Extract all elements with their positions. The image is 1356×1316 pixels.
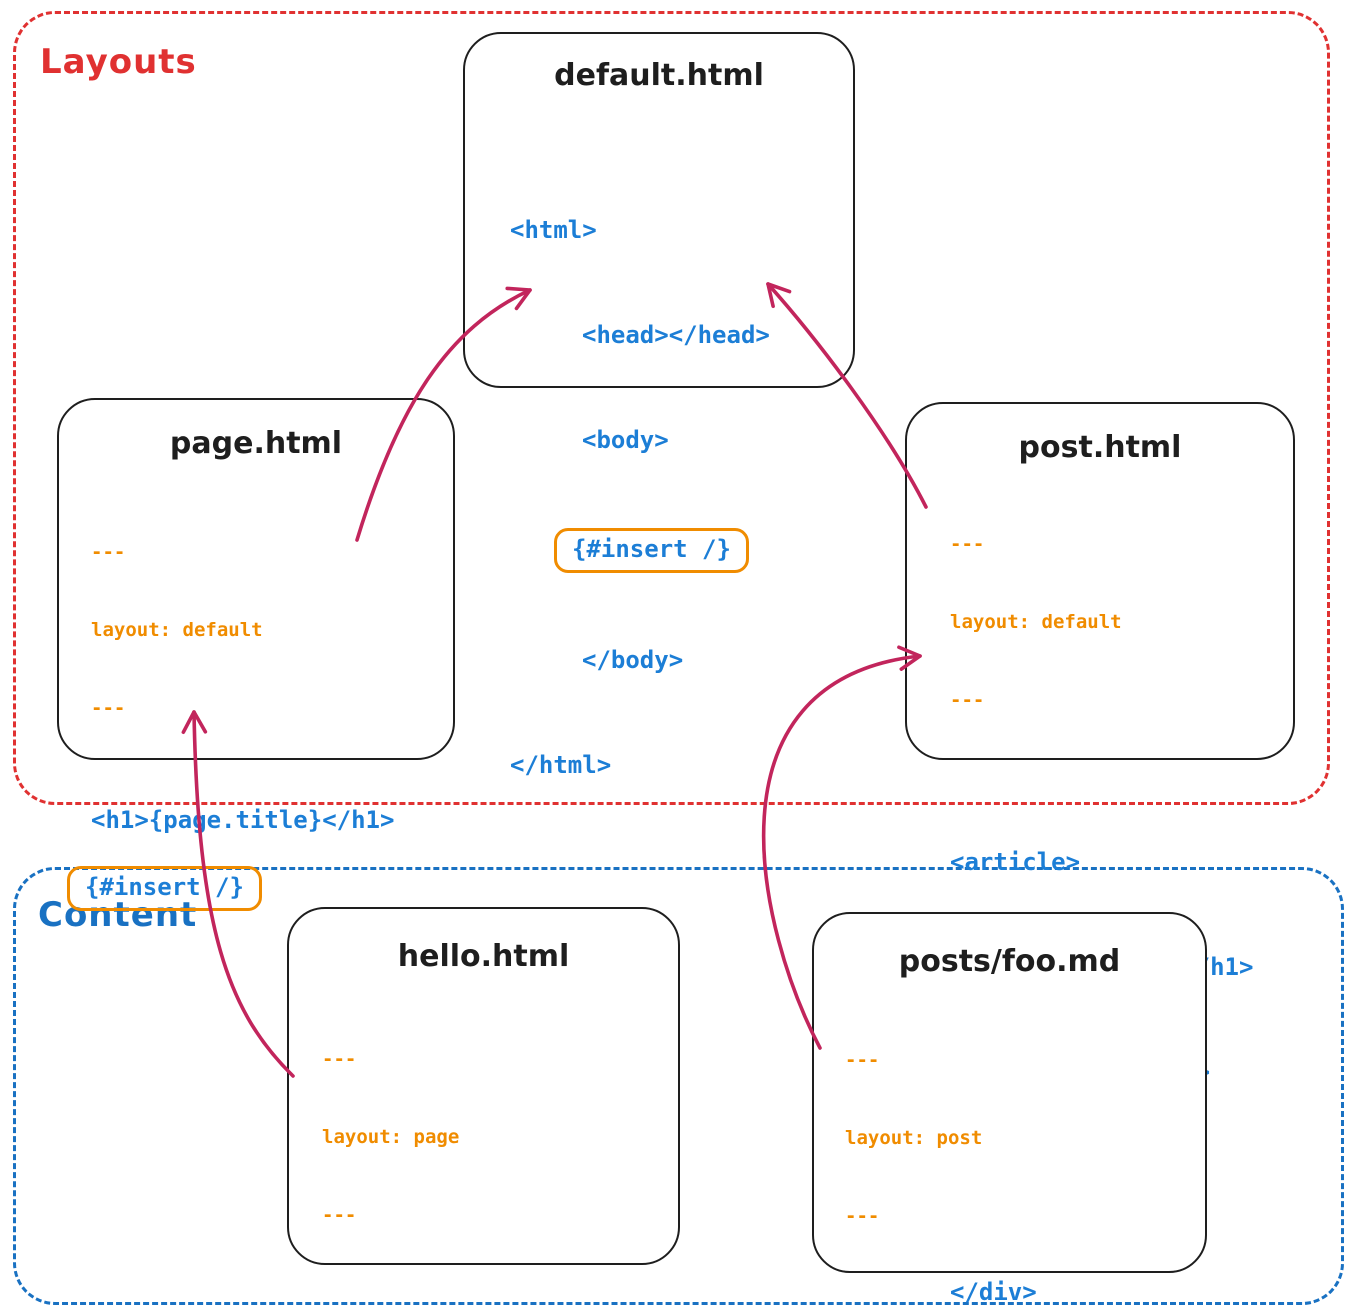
file-title-default-html: default.html xyxy=(554,58,764,93)
file-box-post-html: post.html --- layout: default --- <artic… xyxy=(905,402,1295,1306)
frontmatter-line: --- xyxy=(845,1049,880,1071)
frontmatter-line: --- xyxy=(91,697,126,719)
frontmatter-line: --- xyxy=(950,533,985,555)
layouts-group-label: Layouts xyxy=(40,42,197,82)
file-title-page-html: page.html xyxy=(169,426,343,461)
frontmatter-line: --- xyxy=(845,1205,880,1227)
file-box-posts-foo-md: posts/foo.md --- layout: post --- # Hell… xyxy=(812,912,1207,1273)
frontmatter-line: layout: post xyxy=(845,1127,983,1149)
frontmatter-line: layout: page xyxy=(322,1126,460,1148)
insert-slot-default: {#insert /} xyxy=(510,528,853,573)
frontmatter-line: --- xyxy=(950,689,985,711)
code-line: <h1>{page.title}</h1> xyxy=(91,806,395,834)
insert-slot-page: {#insert /} xyxy=(67,866,453,911)
content-group-label: Content xyxy=(38,895,198,935)
code-line: </html> xyxy=(510,751,612,779)
frontmatter-line: --- xyxy=(322,1204,357,1226)
frontmatter-line: --- xyxy=(91,541,126,563)
code-line: <body> xyxy=(582,426,669,454)
code-line: <article> xyxy=(950,848,1081,876)
frontmatter-line: layout: default xyxy=(91,619,263,641)
code-line: <html> xyxy=(510,216,597,244)
code-line: <head></head> xyxy=(582,321,770,349)
file-box-page-html: page.html --- layout: default --- <h1>{p… xyxy=(57,398,455,911)
insert-tag-highlight: {#insert /} xyxy=(67,866,262,911)
file-title-post-html: post.html xyxy=(1018,430,1182,465)
code-line: </body> xyxy=(582,646,684,674)
insert-tag-highlight: {#insert /} xyxy=(554,528,749,573)
layouts-group-container xyxy=(13,11,1330,805)
file-title-posts-foo-md: posts/foo.md xyxy=(898,944,1121,979)
code-line: </div> xyxy=(950,1278,1037,1306)
file-box-default-html: default.html <html> <head></head> <body>… xyxy=(463,32,855,779)
content-group-container xyxy=(13,867,1344,1305)
file-title-hello-html: hello.html xyxy=(397,939,570,974)
frontmatter-line: --- xyxy=(322,1048,357,1070)
file-box-hello-html: hello.html --- layout: page --- <h1>Hell… xyxy=(287,907,680,1265)
frontmatter-line: layout: default xyxy=(950,611,1122,633)
